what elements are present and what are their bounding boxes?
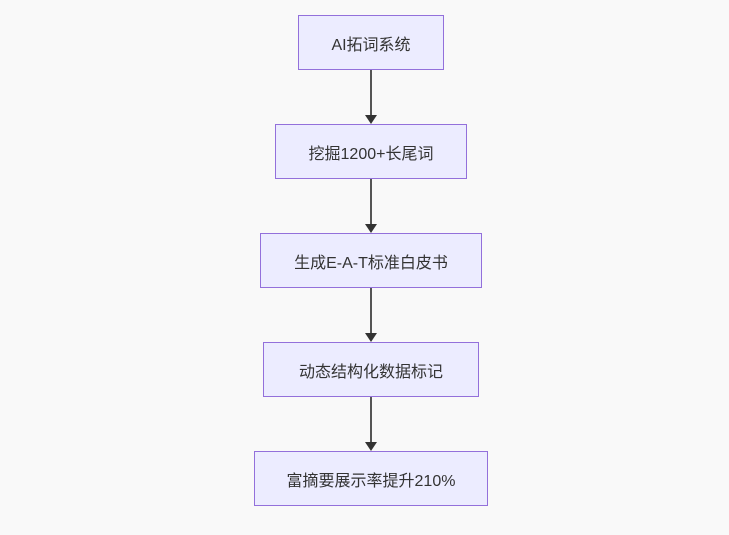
flow-node-label: 挖掘1200+长尾词 — [308, 145, 434, 163]
arrow-line — [370, 179, 372, 226]
flow-node-label: 生成E-A-T标准白皮书 — [294, 254, 448, 272]
flow-arrow-4 — [365, 397, 377, 451]
arrow-line — [370, 288, 372, 335]
flow-arrow-3 — [365, 288, 377, 342]
arrow-head-icon — [365, 224, 377, 233]
flow-node-ai-keyword-system: AI拓词系统 — [298, 15, 444, 70]
flow-arrow-2 — [365, 179, 377, 233]
arrow-head-icon — [365, 115, 377, 124]
arrow-head-icon — [365, 333, 377, 342]
flow-node-label: AI拓词系统 — [331, 36, 411, 54]
arrow-head-icon — [365, 442, 377, 451]
flow-node-eat-whitepaper: 生成E-A-T标准白皮书 — [260, 233, 482, 288]
flow-node-label: 动态结构化数据标记 — [298, 363, 443, 381]
arrow-line — [370, 397, 372, 444]
flow-node-label: 富摘要展示率提升210% — [286, 472, 456, 490]
flow-arrow-1 — [365, 70, 377, 124]
arrow-line — [370, 70, 372, 117]
flow-node-longtail-mining: 挖掘1200+长尾词 — [275, 124, 467, 179]
flow-node-structured-data-markup: 动态结构化数据标记 — [263, 342, 479, 397]
flow-node-rich-snippet-result: 富摘要展示率提升210% — [254, 451, 488, 506]
